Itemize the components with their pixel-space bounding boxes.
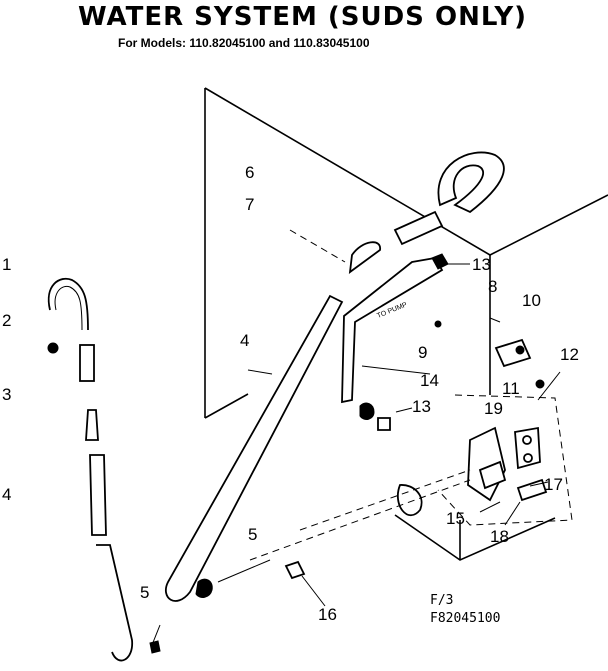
figure-note: F/3 — [430, 593, 453, 608]
clamp-13-lower — [359, 402, 375, 420]
nut-9 — [434, 320, 442, 328]
callout-19: 19 — [484, 399, 503, 418]
screw-8 — [489, 317, 501, 323]
callout-18: 18 — [490, 527, 509, 546]
callout-8: 8 — [488, 277, 497, 296]
washer-11 — [535, 379, 545, 389]
callout-11: 11 — [502, 379, 520, 398]
callout-15: 15 — [446, 509, 465, 528]
callout-13-upper: 13 — [472, 255, 491, 274]
callout-5-left: 5 — [140, 583, 149, 602]
callout-6: 6 — [245, 163, 254, 182]
callout-17: 17 — [544, 475, 563, 494]
screw-16 — [284, 560, 306, 580]
hose-section-4 — [89, 454, 107, 536]
clamp-5-lower — [195, 578, 213, 598]
clamp-5-left — [149, 640, 161, 654]
cabinet-outline — [204, 87, 608, 561]
hose-section-lower — [96, 544, 133, 662]
callout-12: 12 — [560, 345, 579, 364]
callout-1: 1 — [2, 255, 11, 274]
leader-lines — [151, 263, 561, 646]
callout-14: 14 — [420, 371, 439, 390]
clamp-2 — [47, 342, 59, 354]
main-drain-hose — [165, 229, 381, 602]
drawing-number: F82045100 — [430, 611, 500, 626]
hose-connector — [85, 409, 99, 441]
loose-hose-assembly — [47, 277, 161, 662]
hose-coupling — [79, 344, 95, 382]
callout-2: 2 — [2, 311, 11, 330]
terminal-18 — [516, 478, 548, 502]
callout-4-left: 4 — [2, 485, 11, 504]
callout-13-lower: 13 — [412, 397, 431, 416]
water-valve-assembly — [249, 317, 573, 580]
callout-9: 9 — [418, 343, 427, 362]
bracket-10 — [494, 338, 532, 368]
callout-10: 10 — [522, 291, 541, 310]
hose-elbow-7 — [348, 241, 381, 274]
pump-hose-14 — [341, 253, 449, 431]
callout-4-center: 4 — [240, 331, 249, 350]
upper-hose-bend — [393, 151, 505, 246]
model-numbers: For Models: 110.82045100 and 110.8304510… — [118, 36, 370, 50]
callout-3: 3 — [2, 385, 11, 404]
callout-7: 7 — [245, 195, 254, 214]
valve-plate-19 — [514, 426, 541, 470]
diagram-title: WATER SYSTEM (SUDS ONLY) — [78, 2, 528, 32]
hose-stub-6 — [393, 210, 444, 246]
callout-5-center: 5 — [248, 525, 257, 544]
fitting-13 — [377, 417, 391, 431]
callout-16: 16 — [318, 605, 337, 624]
inlet-fitting — [397, 484, 423, 517]
hose-bend-1 — [47, 277, 89, 331]
